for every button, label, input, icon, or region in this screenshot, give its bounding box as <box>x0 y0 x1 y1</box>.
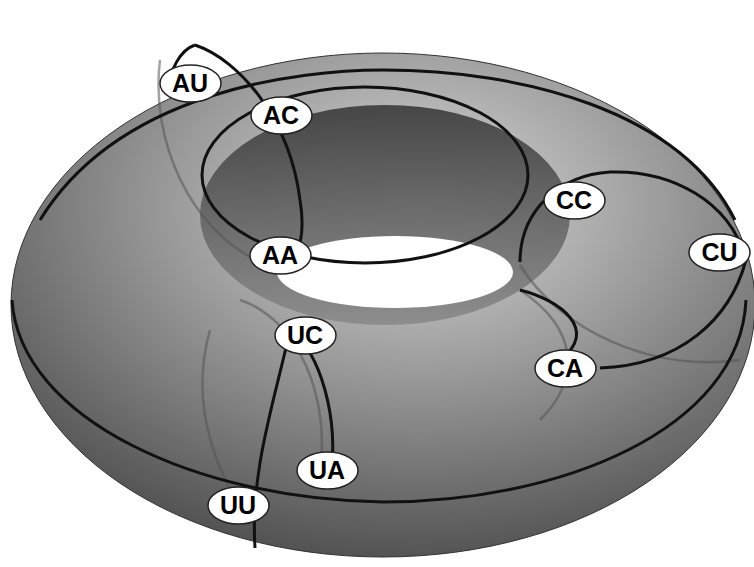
state-name: AC <box>250 103 313 128</box>
state-label: UU <box>207 486 270 525</box>
label-oval-shape <box>275 317 336 354</box>
state-label: CC <box>543 181 606 220</box>
state-label: AC <box>250 96 313 135</box>
state-name: UA <box>296 458 359 483</box>
state-name: CC <box>543 188 606 213</box>
torus-curves <box>12 45 746 548</box>
label-oval-shape <box>535 350 596 387</box>
label-oval-shape <box>250 237 311 274</box>
state-label: AU <box>159 64 222 103</box>
state-label: UC <box>274 316 337 355</box>
state-label: AA <box>249 236 312 275</box>
state-name: CU <box>688 240 751 265</box>
label-oval-shape <box>251 97 312 134</box>
state-label: CA <box>534 349 597 388</box>
state-name: AU <box>159 71 222 96</box>
torus-hole <box>277 236 513 308</box>
label-oval-shape <box>160 65 221 102</box>
hidden-curves <box>158 60 740 540</box>
torus-body <box>11 53 754 557</box>
state-label: CU <box>688 233 751 272</box>
state-name: UC <box>274 323 337 348</box>
state-name: AA <box>249 243 312 268</box>
label-oval-shape <box>689 234 750 271</box>
label-oval-shape <box>208 487 269 524</box>
state-name: UU <box>207 493 270 518</box>
state-name: CA <box>534 356 597 381</box>
label-oval-shape <box>544 182 605 219</box>
label-oval-shape <box>297 452 358 489</box>
state-label: UA <box>296 451 359 490</box>
